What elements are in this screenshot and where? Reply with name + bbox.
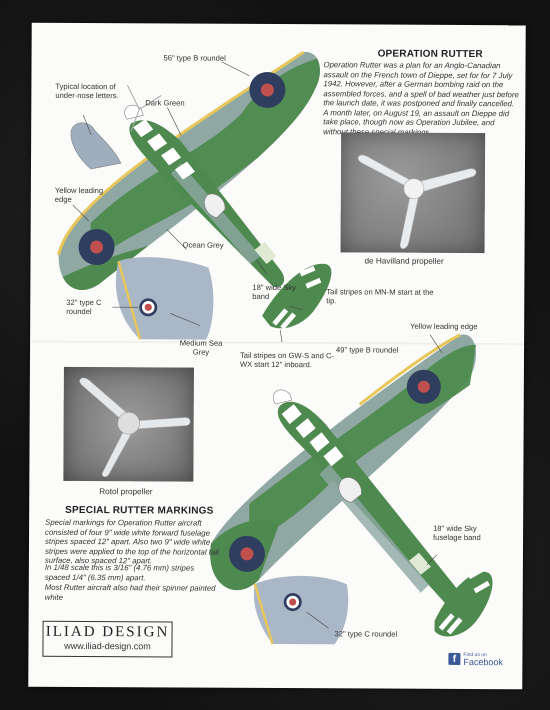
spitfire-top-view (57, 50, 332, 330)
markings-paragraph-3: Most Rutter aircraft also had their spin… (44, 582, 216, 602)
fuselage-stripes-top (133, 119, 195, 180)
callout-yellow-edge-top: Yellow leading edge (54, 185, 104, 204)
callout-ocean-grey: Ocean Grey (182, 240, 224, 250)
fuselage-stripes-bottom (281, 404, 344, 467)
dh-propeller-photo (340, 132, 486, 254)
top-wing-roundel-56 (249, 71, 286, 108)
dh-propeller-image (357, 154, 477, 249)
facebook-badge[interactable]: f Find us on Facebook (448, 651, 508, 675)
markings-paragraph-1: Special markings for Operation Rutter ai… (44, 517, 219, 566)
underwing-grey-bottom (253, 575, 349, 645)
leader-lines (72, 61, 443, 629)
aircraft-artwork (57, 50, 493, 645)
callout-yellow-edge-bottom: Yellow leading edge (410, 321, 478, 332)
callout-roundel-32-top: 32" type C roundel (66, 297, 102, 316)
callout-roundel-49: 49" type B roundel (336, 345, 399, 355)
markings-paragraph-2: In 1/48 scale this is 3/16" (4.76 mm) st… (44, 562, 195, 582)
callout-sky-band-top: 18" wide Sky band (252, 282, 297, 301)
facebook-label: Facebook (463, 656, 503, 668)
facebook-icon: f (448, 652, 461, 665)
article-paragraph: Operation Rutter was a plan for an Anglo… (323, 60, 519, 137)
underwing-grey-top (115, 257, 214, 340)
callout-dark-green: Dark Green (145, 98, 185, 108)
iliad-design-logo: ILIAD DESIGN www.iliad-design.com (42, 620, 173, 658)
brand-name: ILIAD DESIGN (45, 623, 170, 641)
callout-under-nose: Typical location of under-nose letters. (55, 81, 119, 100)
callout-sky-band-bottom: 18" wide Sky fuselage band (433, 523, 481, 542)
top-tailplane (262, 263, 332, 329)
top-wing-roundel-left (78, 229, 115, 266)
dh-propeller-caption: de Havilland propeller (364, 256, 444, 266)
callout-tail-gw: Tail stripes on GW-S and C-WX start 12" … (239, 350, 334, 369)
rotol-propeller-image (79, 377, 191, 477)
spitfire-bottom-view (210, 333, 493, 637)
callout-roundel-56: 56" type B roundel (163, 53, 226, 63)
rotol-propeller-caption: Rotol propeller (99, 487, 153, 497)
rotol-propeller-photo (63, 366, 194, 482)
article-title: OPERATION RUTTER (377, 48, 483, 61)
instruction-sheet: 56" type B roundel Typical location of u… (28, 22, 526, 690)
callout-tail-mn: Tail stripes on MN-M start at the tip. (326, 287, 434, 306)
bottom-wing-roundel-left (228, 535, 265, 572)
bottom-wing-roundel-49 (406, 369, 441, 404)
callout-roundel-32-bottom: 32" type C roundel (334, 629, 398, 639)
markings-title: SPECIAL RUTTER MARKINGS (65, 504, 214, 517)
brand-url: www.iliad-design.com (64, 640, 151, 652)
callout-medium-sea-grey: Medium Sea Grey (179, 338, 223, 357)
